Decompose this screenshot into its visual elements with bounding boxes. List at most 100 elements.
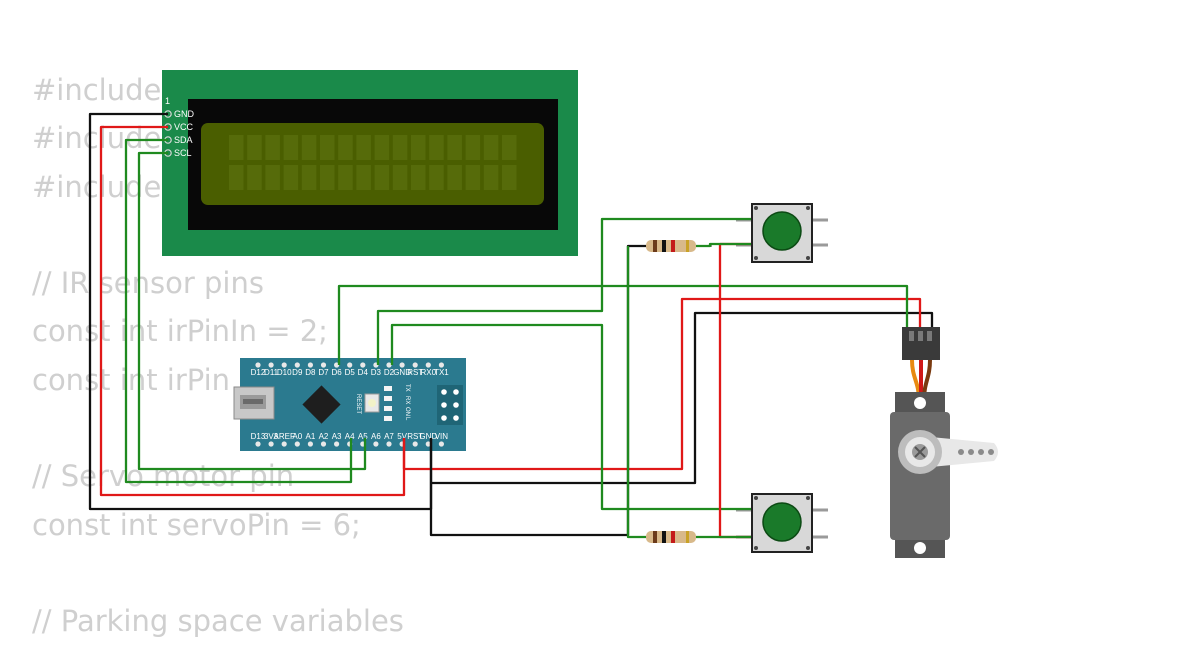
lcd-character-cell <box>229 135 244 160</box>
lcd-character-cell <box>283 135 299 160</box>
icsp-header[interactable] <box>437 385 463 425</box>
push-button-bottom[interactable] <box>736 493 828 553</box>
pin-pad <box>307 362 313 368</box>
arduino-pin[interactable]: TX1 <box>434 362 449 377</box>
wire-button-d4[interactable] <box>376 217 751 365</box>
arduino-pin[interactable]: 3V3 <box>264 432 279 447</box>
wire-button-d2[interactable] <box>390 323 751 511</box>
arduino-pin[interactable]: A6 <box>371 432 381 447</box>
arduino-pin[interactable]: D13 <box>251 432 266 447</box>
pin-pad <box>255 362 261 368</box>
lcd-character-cell <box>411 135 426 160</box>
lcd-character-cell <box>320 165 335 190</box>
lcd-character-cell <box>429 135 444 160</box>
arduino-pin[interactable]: AREF <box>274 432 295 447</box>
arduino-pin[interactable]: VIN <box>435 432 449 447</box>
arduino-pin[interactable]: D8 <box>305 362 316 377</box>
wire-resistor-bottom-gnd[interactable] <box>626 246 646 539</box>
lcd-character-cell <box>356 165 371 190</box>
lcd-character-cell <box>483 135 499 160</box>
pin-pad <box>425 441 431 447</box>
wire-lcd-scl[interactable] <box>137 151 367 471</box>
lcd-character-cell <box>447 165 462 190</box>
wire-servo-gnd[interactable] <box>431 311 934 485</box>
pin-pad <box>255 441 261 447</box>
lcd-character-cell <box>265 165 280 190</box>
lcd-character-cell <box>392 165 408 190</box>
pin-pad <box>425 362 431 368</box>
arduino-pin[interactable]: A0 <box>292 432 303 447</box>
lcd-pin-vcc[interactable]: VCC <box>164 122 194 132</box>
wire-lcd-sda[interactable] <box>124 138 353 484</box>
arduino-pin[interactable]: D4 <box>358 362 369 377</box>
arduino-pin-label: D7 <box>318 368 329 377</box>
lcd-module[interactable]: 1 GND VCC SDA SCL <box>162 70 578 256</box>
pin-pad <box>412 362 418 368</box>
lcd-character-cell <box>338 165 353 190</box>
arduino-pin-label: D11 <box>264 368 279 377</box>
arduino-pin[interactable]: RX0 <box>421 362 437 377</box>
arduino-pin-label: A7 <box>384 432 394 441</box>
arduino-pin[interactable]: A2 <box>319 432 329 447</box>
button-cap[interactable] <box>762 502 802 542</box>
lcd-pin-scl[interactable]: SCL <box>164 148 192 158</box>
arduino-pin-label: AREF <box>274 432 295 441</box>
arduino-pin[interactable]: D9 <box>292 362 303 377</box>
arduino-pin[interactable]: A3 <box>332 432 342 447</box>
wire-servo-signal[interactable] <box>337 284 909 365</box>
arduino-pin-label: D6 <box>331 368 342 377</box>
arduino-pin-label: D9 <box>292 368 303 377</box>
arduino-pin[interactable]: D7 <box>318 362 329 377</box>
lcd-pin-sda[interactable]: SDA <box>164 135 193 145</box>
lcd-character-cell <box>229 165 244 190</box>
arduino-pin[interactable]: GND <box>393 362 411 377</box>
push-button-top[interactable] <box>736 203 828 263</box>
lcd-pin-gnd[interactable]: GND <box>164 109 195 119</box>
arduino-pin[interactable]: A7 <box>384 432 394 447</box>
pin-pad <box>438 441 444 447</box>
lcd-character-cell <box>301 165 317 190</box>
lcd-pin-label: SDA <box>174 135 193 145</box>
pin-pad <box>373 441 379 447</box>
wire-lcd-vcc[interactable] <box>99 125 406 497</box>
arduino-pin[interactable]: GND <box>419 432 437 447</box>
arduino-pin-label: D8 <box>305 368 316 377</box>
arduino-pin[interactable]: RST <box>407 362 423 377</box>
pin-pad <box>320 441 327 447</box>
arduino-pin[interactable]: D2 <box>384 362 395 377</box>
servo-motor[interactable] <box>890 327 998 558</box>
lcd-character-cell <box>392 135 408 160</box>
close-icon <box>912 444 928 460</box>
arduino-pin-label: A2 <box>319 432 329 441</box>
pin-pad <box>268 362 274 368</box>
pin-pad <box>268 441 274 447</box>
arduino-pin[interactable]: D12 <box>251 362 266 377</box>
wire-resistor-top-button[interactable] <box>696 242 751 248</box>
arduino-pin[interactable]: RST <box>407 432 423 447</box>
arduino-pin[interactable]: A1 <box>306 432 316 447</box>
button-cap[interactable] <box>762 211 802 251</box>
pin-pad <box>399 362 405 368</box>
pin-pad <box>438 362 444 368</box>
lcd-character-cell <box>374 135 390 160</box>
wire-servo-vcc[interactable] <box>402 297 922 471</box>
lcd-character-cell <box>465 165 481 190</box>
circuit-diagram: 1 GND VCC SDA SCL RESET <box>88 70 998 558</box>
lcd-pin-1-label: 1 <box>165 96 170 106</box>
lcd-character-cell <box>247 165 262 190</box>
arduino-pin[interactable]: D5 <box>345 362 356 377</box>
arduino-pin-label: A1 <box>306 432 316 441</box>
lcd-character-cell <box>247 135 262 160</box>
pin-pad <box>320 362 327 368</box>
arduino-pin[interactable]: D10 <box>277 362 292 377</box>
arduino-pin-label: RX0 <box>421 368 437 377</box>
wire-button-vcc[interactable] <box>718 242 751 539</box>
arduino-pin-label: TX1 <box>434 368 449 377</box>
arduino-pin[interactable]: D11 <box>264 362 279 377</box>
pin-pad <box>347 362 353 368</box>
arduino-pin-label: GND <box>393 368 411 377</box>
reset-button[interactable] <box>364 393 380 413</box>
